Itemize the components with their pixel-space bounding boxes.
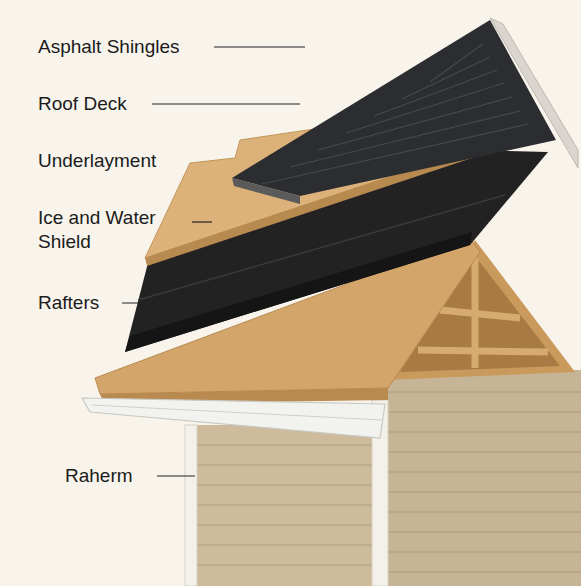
leader-lines bbox=[122, 47, 305, 476]
part-label: Asphalt Shingles bbox=[38, 35, 213, 59]
gutter-line bbox=[92, 405, 382, 420]
part-label: Underlayment bbox=[38, 149, 178, 173]
side-wall bbox=[385, 370, 581, 586]
part-label: Rafters bbox=[38, 291, 118, 315]
corner-trim bbox=[185, 425, 197, 586]
gutter bbox=[82, 398, 385, 438]
shingle-edge bbox=[232, 178, 300, 204]
part-label: Roof Deck bbox=[38, 92, 148, 116]
siding-lines bbox=[195, 445, 375, 565]
shingle-rows bbox=[262, 44, 528, 184]
part-label: Raherm bbox=[65, 464, 153, 488]
part-label: Ice and Water Shield bbox=[38, 206, 188, 254]
siding-lines bbox=[385, 392, 581, 572]
front-wall bbox=[195, 425, 375, 586]
